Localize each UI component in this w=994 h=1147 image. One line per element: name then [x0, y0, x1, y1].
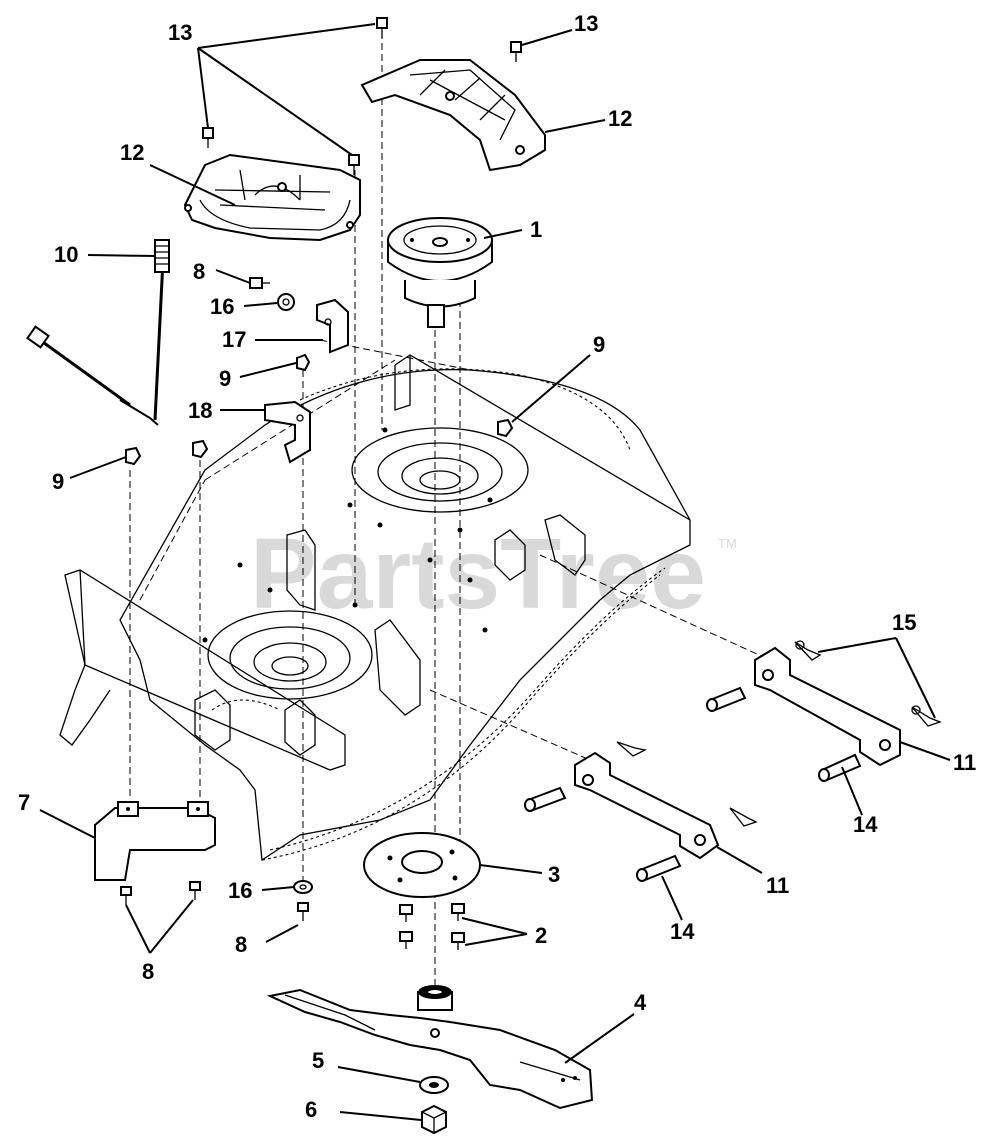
spindle-pulley-1 — [387, 217, 493, 328]
bracket-7 — [94, 801, 216, 881]
pulley-cover-12-right — [360, 59, 546, 172]
pin-14-right — [818, 753, 862, 782]
callout-15: 15 — [892, 610, 916, 635]
lever-10 — [26, 239, 170, 426]
screws-2 — [399, 903, 465, 950]
callout-9-left: 9 — [52, 469, 64, 494]
nut-9-a — [296, 353, 311, 372]
bolt-8-lower — [297, 902, 309, 921]
bracket-17 — [316, 298, 349, 354]
screw-13-mid — [348, 154, 360, 175]
callout-14-left: 14 — [670, 919, 695, 944]
hairpin-15-c — [616, 741, 647, 757]
callout-8-lower: 8 — [235, 932, 247, 957]
callout-13-left: 13 — [168, 20, 192, 45]
blade-4 — [266, 988, 594, 1110]
callout-labels: 13 13 12 12 1 10 8 16 17 9 9 18 9 15 11 … — [18, 11, 976, 1122]
callout-7: 7 — [18, 790, 30, 815]
callout-12-left: 12 — [120, 140, 144, 165]
callout-2: 2 — [535, 923, 547, 948]
washer-5 — [419, 1076, 449, 1094]
callout-10: 10 — [54, 242, 78, 267]
screw-13-right — [510, 41, 522, 62]
bracket-18 — [264, 400, 311, 464]
callout-13-right: 13 — [574, 11, 598, 36]
callout-5: 5 — [312, 1048, 324, 1073]
watermark-text: PartsTree — [250, 518, 706, 630]
callout-11-left: 11 — [766, 873, 789, 898]
pin-14-mid — [524, 786, 567, 812]
callout-6: 6 — [305, 1097, 317, 1122]
callout-8-upper: 8 — [193, 259, 205, 284]
callout-16-lower: 16 — [228, 878, 252, 903]
link-bar-11-left — [574, 751, 720, 860]
callout-14-right: 14 — [853, 812, 878, 837]
bolt-8-left-b — [189, 881, 201, 900]
callout-9-right: 9 — [593, 332, 605, 357]
leader-lines — [39, 23, 951, 1121]
washer-16-lower — [293, 880, 313, 894]
mount-plate-3 — [363, 832, 481, 898]
nut-9-c — [125, 446, 142, 466]
bolt-8-left-a — [120, 886, 132, 905]
deck-holes — [202, 427, 493, 643]
blade-adapter — [417, 985, 453, 1011]
hairpin-15-b — [911, 705, 942, 727]
link-bar-11-right — [754, 646, 901, 767]
bolt-8-upper — [249, 277, 270, 289]
pin-14-low — [636, 854, 682, 882]
callout-4: 4 — [634, 990, 647, 1015]
pulley-cover-12-left — [183, 153, 361, 242]
watermark-trademark: TM — [718, 536, 737, 551]
callout-16-upper: 16 — [210, 294, 234, 319]
callout-3: 3 — [548, 862, 560, 887]
screw-13-top — [376, 17, 388, 38]
callout-1: 1 — [530, 217, 542, 242]
washer-16-upper — [277, 293, 295, 311]
callout-8-left: 8 — [142, 959, 154, 984]
screw-13-left — [202, 127, 214, 148]
nut-9-b — [497, 418, 514, 438]
hairpin-15-d — [729, 807, 758, 827]
pin-14-upper — [706, 686, 747, 712]
nut-6 — [421, 1104, 447, 1135]
callout-9-center: 9 — [219, 366, 231, 391]
hairpin-15-a — [794, 640, 822, 661]
nut-9-d — [192, 439, 209, 459]
callout-12-right: 12 — [608, 106, 632, 131]
callout-11-right: 11 — [953, 750, 976, 775]
callout-17: 17 — [222, 327, 246, 352]
callout-18: 18 — [188, 398, 212, 423]
